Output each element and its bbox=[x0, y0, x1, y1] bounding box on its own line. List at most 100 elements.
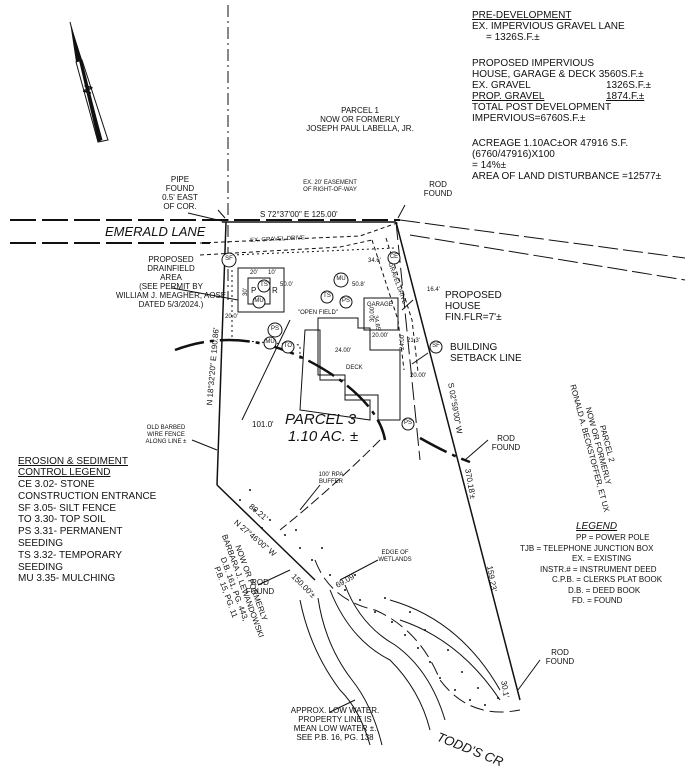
dim-240b: 24.00' bbox=[400, 333, 406, 350]
erosion-item: SF 3.05- SILT FENCE bbox=[18, 502, 116, 514]
dim-20a: 20' bbox=[250, 270, 258, 276]
garage-label: GARAGE bbox=[367, 302, 393, 308]
deck-outline bbox=[299, 329, 371, 421]
symbol-r: R bbox=[272, 286, 278, 295]
symbol-ts: TS bbox=[260, 282, 268, 288]
total-post-line2: IMPERVIOUS=6760S.F.± bbox=[472, 113, 586, 124]
land-disturbance: AREA OF LAND DISTURBANCE =12577± bbox=[472, 171, 662, 182]
symbol-ce: CE bbox=[389, 254, 399, 260]
open-field-label: "OPEN FIELD" bbox=[298, 310, 338, 316]
erosion-item: MU 3.35- MULCHING bbox=[18, 573, 116, 585]
setback-line bbox=[174, 338, 387, 441]
erosion-legend-title2: CONTROL LEGEND bbox=[18, 467, 111, 478]
legend-item: PP = POWER POLE bbox=[576, 533, 650, 542]
abbrev-legend-title: LEGEND bbox=[576, 521, 618, 532]
parcel3-area: 1.10 AC. ± bbox=[288, 428, 359, 445]
deck-label: DECK bbox=[346, 365, 363, 371]
property-line-south bbox=[216, 484, 316, 581]
erosion-item: CONSTRUCTION ENTRANCE bbox=[18, 490, 157, 502]
dim-508: 50.8' bbox=[352, 282, 365, 288]
dim-240: 24.00' bbox=[335, 348, 352, 354]
erosion-legend-title1: EROSION & SEDIMENT bbox=[18, 456, 129, 467]
drainfield-rect bbox=[237, 267, 285, 313]
north-arrow-icon bbox=[69, 21, 109, 143]
property-line-east bbox=[395, 221, 521, 701]
pre-development-title: PRE-DEVELOPMENT bbox=[472, 10, 572, 21]
dim-2000-setback: 20.00' bbox=[410, 373, 427, 379]
symbol-ps: PS bbox=[341, 298, 350, 304]
dim-10: 10' bbox=[268, 270, 276, 276]
dim-101: 101.0' bbox=[252, 420, 274, 429]
symbol-sf: SF bbox=[225, 256, 233, 262]
dim-164: 16.4' bbox=[427, 287, 440, 293]
prop-gravel-value: 1874.F.± bbox=[606, 91, 645, 102]
legend-item: C.P.B. = CLERKS PLAT BOOK bbox=[552, 575, 663, 584]
symbol-sf-2: SF bbox=[432, 343, 440, 349]
ex-gravel-value: 1326S.F.± bbox=[606, 80, 651, 91]
abbrev-legend-items: PP = POWER POLE TJB = TELEPHONE JUNCTION… bbox=[520, 533, 662, 607]
parcel3-name: PARCEL 3 bbox=[285, 411, 357, 428]
erosion-item: TO 3.30- TOP SOIL bbox=[18, 514, 106, 526]
dim-200: 20.0' bbox=[225, 314, 238, 320]
ex-gravel-label: EX. GRAVEL bbox=[472, 80, 531, 91]
legend-item: TJB = TELEPHONE JUNCTION BOX bbox=[520, 543, 654, 553]
acreage-line3: = 14%± bbox=[472, 160, 507, 171]
erosion-legend-items: CE 3.02- STONE CONSTRUCTION ENTRANCE SF … bbox=[18, 479, 156, 585]
erosion-item: SEEDING bbox=[18, 561, 64, 573]
erosion-item: PS 3.31- PERMANENT bbox=[18, 526, 123, 538]
dim-2000: 20.00' bbox=[372, 333, 389, 339]
legend-item: INSTR.# = INSTRUMENT DEED bbox=[540, 564, 657, 574]
dim-30: 30' bbox=[243, 288, 249, 296]
symbol-mu: MU bbox=[254, 298, 264, 304]
proposed-impervious-line1: PROPOSED IMPERVIOUS bbox=[472, 58, 595, 69]
wetland-edge bbox=[314, 559, 521, 713]
acreage-line1: ACREAGE 1.10AC±OR 47916 S.F. bbox=[472, 138, 629, 149]
symbol-sf-circle bbox=[221, 252, 237, 268]
symbol-to: TO bbox=[283, 343, 293, 349]
wetland-stipple bbox=[239, 489, 499, 706]
symbol-p: P bbox=[251, 286, 257, 295]
proposed-impervious-line2: HOUSE, GARAGE & DECK 3560S.F.± bbox=[472, 69, 644, 80]
pre-development-line1: EX. IMPERVIOUS GRAVEL LANE bbox=[472, 21, 625, 32]
erosion-item: SEEDING bbox=[18, 537, 64, 549]
symbol-mu-2: MU bbox=[336, 276, 346, 282]
symbol-ps-2: PS bbox=[270, 326, 279, 332]
dim-50: 50.0' bbox=[280, 282, 293, 288]
legend-item: EX. = EXISTING bbox=[572, 554, 632, 563]
pre-development-line2: = 1326S.F.± bbox=[486, 32, 540, 43]
erosion-item: TS 3.32- TEMPORARY bbox=[18, 549, 123, 561]
erosion-item: CE 3.02- STONE bbox=[18, 479, 95, 490]
rpa-buffer-line bbox=[279, 439, 381, 531]
prop-gravel-label: PROP. GRAVEL bbox=[472, 91, 545, 102]
legend-item: FD. = FOUND bbox=[572, 596, 623, 605]
symbol-mu-3: MU bbox=[265, 339, 275, 345]
legend-item: D.B. = DEED BOOK bbox=[568, 585, 641, 595]
dim-346: 34.6' bbox=[368, 258, 381, 264]
emerald-lane-label: EMERALD LANE bbox=[105, 224, 206, 239]
dim-3000: 30.00' bbox=[370, 305, 376, 322]
road-edge-right bbox=[399, 219, 686, 259]
acreage-line2: (6760/47916)X100 bbox=[472, 149, 555, 160]
dim-213: 21.3' bbox=[407, 338, 420, 344]
symbol-ts-2: TS bbox=[323, 293, 331, 299]
silt-fence bbox=[231, 247, 396, 360]
symbol-ps-3: PS bbox=[403, 420, 412, 426]
total-post-line1: TOTAL POST DEVELOPMENT bbox=[472, 102, 612, 113]
bearing-north: S 72°37'00" E 125.00' bbox=[260, 210, 338, 219]
house-outline bbox=[317, 317, 401, 421]
